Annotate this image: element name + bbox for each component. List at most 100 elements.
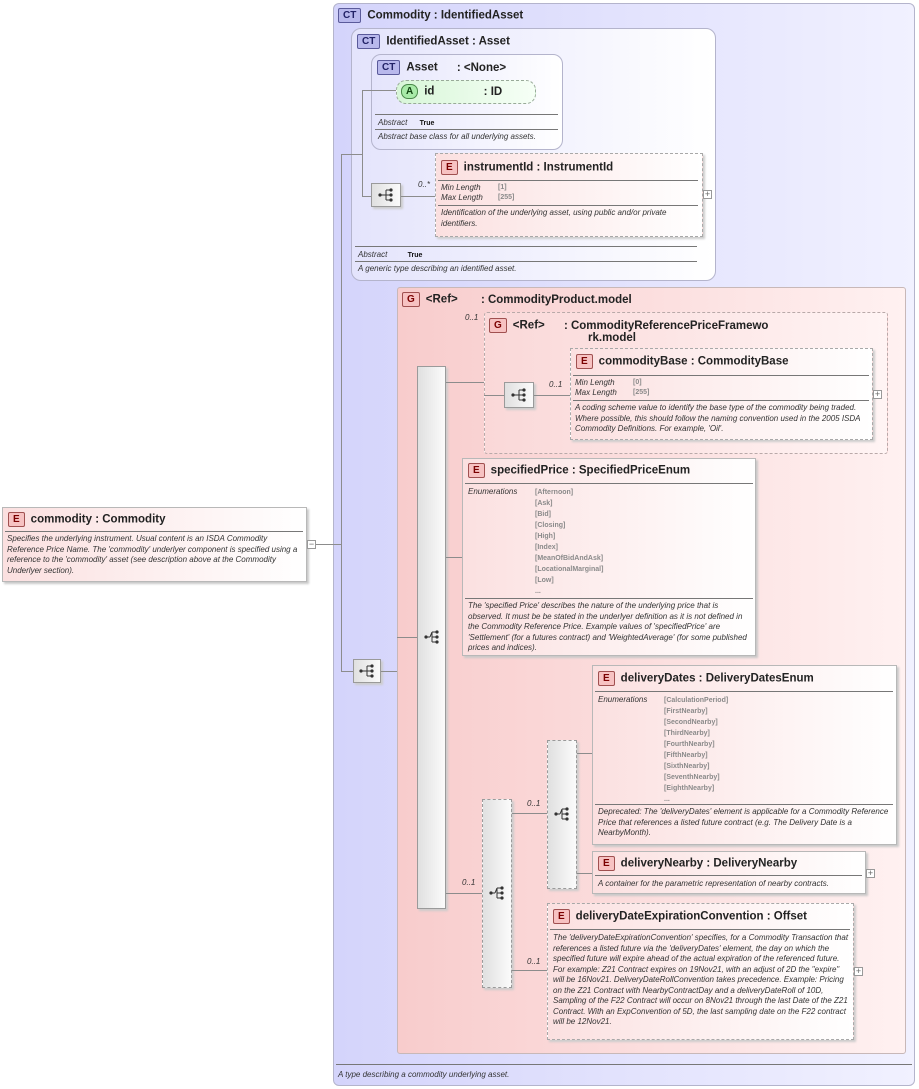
- commodity-base-max-label: Max Length: [575, 388, 617, 397]
- instrument-id-type: : InstrumentId: [536, 161, 614, 174]
- enum-value: [SixthNearby]: [664, 763, 710, 770]
- instrument-id-min-label: Min Length: [441, 183, 481, 192]
- complex-type-icon: CT: [377, 60, 401, 75]
- identified-asset-base: : Asset: [471, 35, 510, 48]
- delivery-date-expiration-element[interactable]: [547, 903, 854, 1040]
- commodity-base-min-value: [0]: [633, 379, 642, 386]
- sequence-icon: [511, 388, 526, 402]
- delivery-nearby-element[interactable]: [592, 851, 866, 894]
- id-attribute-name: id: [424, 85, 435, 98]
- commodity-base-element[interactable]: [570, 348, 873, 440]
- asset-name: Asset: [406, 61, 438, 74]
- sequence-icon: [378, 188, 393, 202]
- identified-asset-abstract: Abstract True: [358, 250, 422, 261]
- connector: [577, 873, 592, 874]
- choice-icon: [489, 886, 504, 900]
- ref-price-group-name-1: : CommodityReferencePriceFramewo: [563, 319, 769, 332]
- identified-asset-divider: [355, 246, 697, 247]
- instrument-id-expand-button[interactable]: +: [703, 189, 712, 199]
- instrument-id-element[interactable]: [435, 153, 703, 237]
- connector: [446, 382, 484, 383]
- enum-value: [Bid]: [535, 511, 551, 518]
- delivery-date-expiration-expand-button[interactable]: +: [854, 966, 863, 976]
- enum-value: [EighthNearby]: [664, 785, 715, 792]
- delivery-nearby-type: : DeliveryNearby: [706, 857, 798, 870]
- element-icon: E: [576, 354, 593, 369]
- delivery-dates-enum-list: [CalculationPeriod] [FirstNearby] [Secon…: [664, 695, 728, 805]
- complex-type-icon: CT: [357, 34, 381, 49]
- commodity-base-doc: A coding scheme value to identify the ba…: [575, 403, 861, 433]
- commodity-type-divider: [336, 1064, 912, 1065]
- commodity-base-max-value: [255]: [633, 389, 650, 396]
- enum-value: [FirstNearby]: [664, 708, 708, 715]
- id-attribute-box: [396, 80, 536, 104]
- delivery-nearby-expand-button[interactable]: +: [866, 868, 875, 878]
- connector: [512, 970, 547, 971]
- specified-price-divider: [465, 483, 753, 484]
- commodity-element[interactable]: [2, 507, 307, 582]
- delivery-dates-element[interactable]: [592, 665, 897, 845]
- ref-price-framework-name-2: rk.model: [588, 332, 636, 344]
- connector: [512, 813, 547, 814]
- instrument-id-min-value: [1]: [498, 184, 507, 191]
- asset-doc: Abstract base class for all underlying a…: [378, 132, 536, 141]
- instrument-id-max-label: Max Length: [441, 193, 483, 202]
- connector: [341, 671, 353, 672]
- ref-price-group-ref: <Ref>: [512, 319, 545, 332]
- enum-value: [CalculationPeriod]: [664, 697, 729, 704]
- delivery-dates-type: : DeliveryDatesEnum: [698, 672, 814, 685]
- delivery-dates-enum-label: Enumerations: [598, 695, 648, 704]
- product-group-ref: <Ref>: [425, 293, 458, 306]
- product-group-name: : CommodityProduct.model: [480, 293, 632, 306]
- element-icon: E: [8, 512, 25, 527]
- connector: [362, 90, 396, 91]
- commodity-element-type: : Commodity: [95, 513, 166, 526]
- delivery-choice-multiplicity: 0..1: [462, 878, 476, 887]
- enum-value: ...: [664, 796, 670, 803]
- enum-value: [Index]: [535, 544, 558, 551]
- element-icon: E: [553, 909, 570, 924]
- sequence-icon: [359, 664, 374, 678]
- commodity-base-type: : CommodityBase: [690, 355, 789, 368]
- connector: [397, 637, 417, 638]
- attribute-icon: A: [401, 84, 419, 99]
- asset-divider: [375, 114, 558, 115]
- specified-price-element[interactable]: [462, 458, 756, 656]
- specified-price-name: specifiedPrice: [490, 464, 569, 477]
- commodity-element-collapse-button[interactable]: −: [307, 539, 316, 549]
- enum-value: ...: [535, 588, 541, 595]
- enum-value: [FourthNearby]: [664, 741, 715, 748]
- connector: [577, 753, 592, 754]
- abstract-value: True: [407, 252, 423, 259]
- abstract-label: Abstract: [378, 118, 408, 127]
- commodity-base-expand-button[interactable]: +: [873, 389, 882, 399]
- enum-value: [Closing]: [535, 522, 566, 529]
- commodity-sequence[interactable]: [353, 659, 381, 683]
- delivery-nearby-divider: [595, 875, 862, 876]
- commodity-base-divider-2: [573, 400, 869, 401]
- asset-divider-2: [375, 129, 558, 130]
- specified-price-enum-label: Enumerations: [468, 487, 518, 496]
- specified-price-enum-list: [Afternoon] [Ask] [Bid] [Closing] [High]…: [535, 487, 603, 597]
- element-icon: E: [598, 856, 615, 871]
- commodity-type-doc: A type describing a commodity underlying…: [338, 1070, 510, 1079]
- identified-asset-divider-2: [355, 261, 697, 262]
- connector: [341, 154, 342, 672]
- instrument-id-divider-2: [438, 205, 698, 206]
- delivery-nearby-name: deliveryNearby: [620, 857, 704, 870]
- commodity-base-min-label: Min Length: [575, 378, 615, 387]
- element-icon: E: [598, 671, 615, 686]
- ref-group-multiplicity: 0..1: [465, 313, 479, 322]
- connector: [362, 196, 371, 197]
- delivery-dates-divider: [595, 691, 893, 692]
- element-icon: E: [468, 463, 485, 478]
- delivery-date-expiration-type: : Offset: [766, 910, 807, 923]
- choice-icon: [424, 630, 439, 644]
- enum-value: [MeanOfBidAndAsk]: [535, 555, 604, 562]
- enum-value: [Afternoon]: [535, 489, 574, 496]
- group-icon: G: [402, 292, 420, 307]
- connector: [401, 196, 435, 197]
- enum-value: [Ask]: [535, 500, 553, 507]
